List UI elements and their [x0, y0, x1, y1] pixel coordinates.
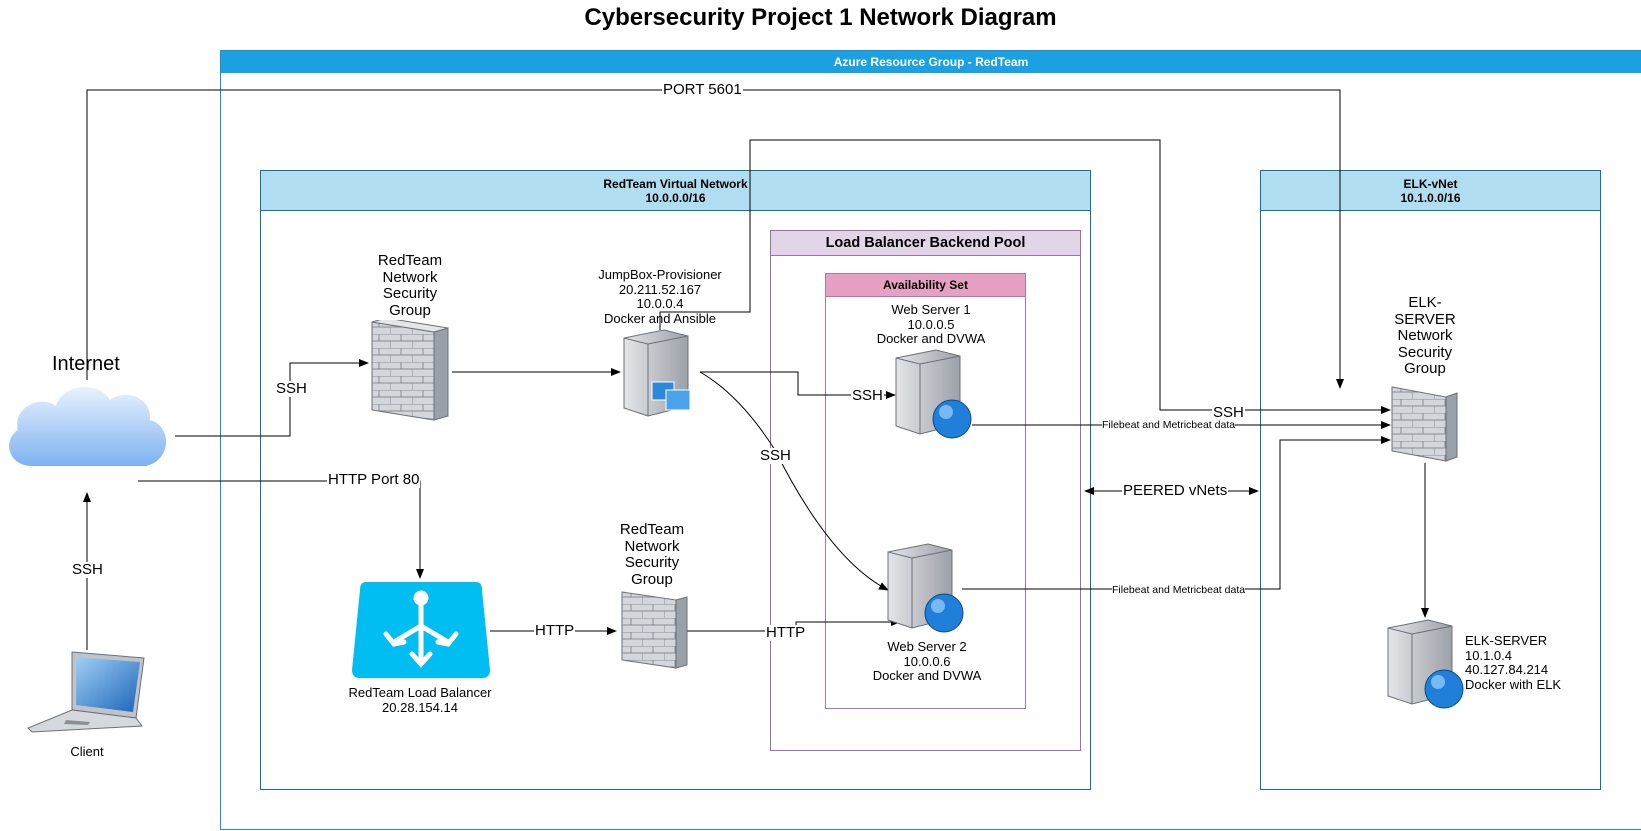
redteam-vnet: RedTeam Virtual Network 10.0.0.0/16	[260, 170, 1091, 790]
web2-label: Web Server 2 10.0.0.6 Docker and DVWA	[872, 639, 982, 683]
azure-resource-group: Azure Resource Group - RedTeam	[220, 50, 1641, 830]
elk-server-label: ELK-SERVER 10.1.0.4 40.127.84.214 Docker…	[1465, 633, 1562, 692]
label-filebeat1: Filebeat and Metricbeat data	[1102, 419, 1236, 431]
redteam-vnet-header: RedTeam Virtual Network 10.0.0.0/16	[261, 171, 1090, 211]
web1-label: Web Server 1 10.0.0.5 Docker and DVWA	[876, 302, 986, 346]
jumpbox-label: JumpBox-Provisioner 20.211.52.167 10.0.0…	[598, 267, 722, 326]
firewall-icon	[1391, 386, 1458, 462]
edge-jumpbox-web1	[700, 371, 896, 399]
edge-web2-elk	[962, 436, 1391, 590]
label-peered: PEERED vNets	[1122, 482, 1229, 499]
load-balancer-label: RedTeam Load Balancer 20.28.154.14	[348, 685, 492, 715]
edge-jumpbox-web2	[699, 371, 889, 591]
edge-internet-nsg	[175, 359, 369, 437]
firewall-icon	[621, 591, 688, 669]
elk-vnet-cidr: 10.1.0.0/16	[1400, 191, 1461, 205]
edge-port5601	[86, 89, 1344, 389]
nsg2-label: RedTeam Network Security Group	[619, 521, 685, 588]
label-http-web2: HTTP	[765, 624, 807, 641]
label-ssh-web1: SSH	[851, 387, 884, 404]
elk-nsg-label: ELK- SERVER Network Security Group	[1394, 294, 1456, 377]
server-icon	[895, 349, 972, 439]
lb-backend-pool-header: Load Balancer Backend Pool	[771, 231, 1080, 256]
label-ssh-internet: SSH	[275, 380, 308, 397]
elk-vnet-header: ELK-vNet 10.1.0.0/16	[1261, 171, 1600, 211]
internet-label: Internet	[52, 353, 120, 375]
firewall-icon	[371, 320, 449, 421]
azure-resource-group-header: Azure Resource Group - RedTeam	[221, 51, 1641, 73]
elk-vnet: ELK-vNet 10.1.0.0/16	[1260, 170, 1601, 790]
redteam-vnet-name: RedTeam Virtual Network	[603, 177, 748, 191]
elk-vnet-name: ELK-vNet	[1403, 177, 1458, 191]
label-ssh-web2: SSH	[759, 447, 792, 464]
edge-jumpbox-elk	[659, 139, 1391, 414]
availability-set-header: Availability Set	[826, 274, 1025, 297]
client-label: Client	[70, 744, 104, 759]
label-filebeat2: Filebeat and Metricbeat data	[1112, 584, 1246, 596]
lb-backend-pool: Load Balancer Backend Pool	[770, 230, 1081, 751]
label-ssh-client: SSH	[71, 561, 104, 578]
server-icon	[887, 543, 964, 633]
label-ssh-elk: SSH	[1212, 404, 1245, 421]
label-http-lb: HTTP	[534, 622, 576, 639]
cloud-icon	[9, 387, 167, 466]
nsg1-label: RedTeam Network Security Group	[377, 252, 443, 319]
server-icon	[1387, 619, 1464, 709]
edge-http80	[138, 480, 424, 579]
availability-set: Availability Set	[825, 273, 1026, 709]
label-http80: HTTP Port 80	[327, 471, 421, 488]
diagram-title: Cybersecurity Project 1 Network Diagram	[584, 4, 1057, 31]
label-port5601: PORT 5601	[662, 81, 743, 98]
server-icon	[623, 329, 691, 417]
redteam-vnet-cidr: 10.0.0.0/16	[645, 191, 706, 205]
load-balancer-icon	[352, 582, 490, 678]
laptop-icon	[27, 651, 145, 733]
